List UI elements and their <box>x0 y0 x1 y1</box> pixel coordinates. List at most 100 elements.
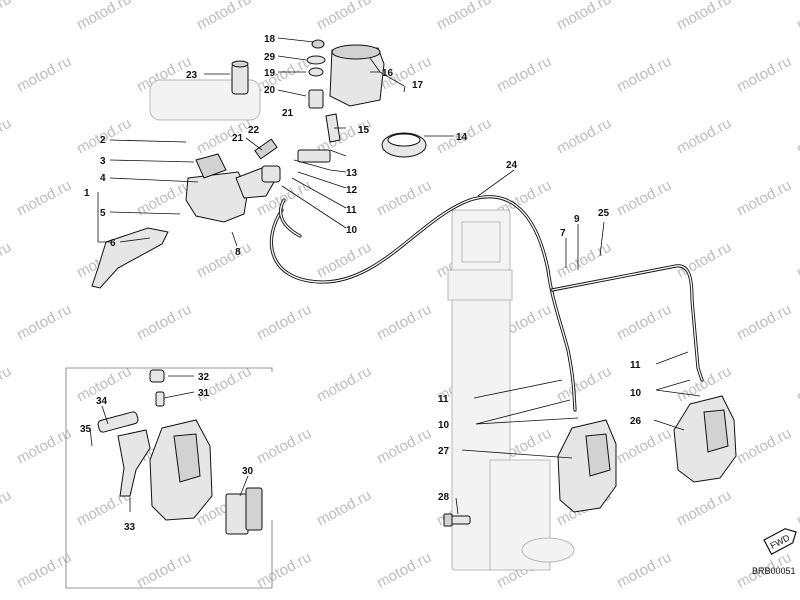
watermark-text: motod.ru <box>554 239 614 282</box>
callout-16: 16 <box>382 68 394 79</box>
watermark-text: motod.ru <box>794 363 800 406</box>
watermark-text: motod.ru <box>614 177 674 220</box>
watermark-text: motod.ru <box>0 487 14 530</box>
watermark-text: motod.ru <box>374 301 434 344</box>
watermark-text: motod.ru <box>674 487 734 530</box>
watermark-text: motod.ru <box>674 115 734 158</box>
callout-2: 2 <box>100 135 106 146</box>
reservoir-clamp <box>381 132 427 158</box>
right-brake-caliper <box>673 395 737 483</box>
watermark-text: motod.ru <box>734 301 794 344</box>
callout-35: 35 <box>80 424 92 435</box>
watermark-text: motod.ru <box>0 115 14 158</box>
watermark-text: motod.ru <box>794 239 800 282</box>
watermark-text: motod.ru <box>794 115 800 158</box>
watermark-text: motod.ru <box>614 53 674 96</box>
callout-33: 33 <box>124 522 136 533</box>
watermark-text: motod.ru <box>734 53 794 96</box>
callout-13: 13 <box>346 168 358 179</box>
watermark-text: motod.ru <box>14 425 74 468</box>
watermark-text: motod.ru <box>194 363 254 406</box>
watermark-text: motod.ru <box>794 487 800 530</box>
watermark-text: motod.ru <box>0 0 14 34</box>
watermark-text: motod.ru <box>134 301 194 344</box>
callout-7: 7 <box>560 228 566 239</box>
watermark-text: motod.ru <box>194 115 254 158</box>
callout-8: 8 <box>235 247 241 258</box>
callout-26: 26 <box>630 416 642 427</box>
callout-labels: 18 29 19 20 23 16 17 21 22 21 15 14 2 3 … <box>80 34 642 533</box>
callout-4: 4 <box>100 173 106 184</box>
callout-31: 31 <box>198 388 210 399</box>
watermark-text: motod.ru <box>374 425 434 468</box>
leader-lines <box>89 37 701 515</box>
brake-hoses <box>269 195 704 412</box>
watermark-text: motod.ru <box>14 177 74 220</box>
watermark-text: motod.ru <box>14 53 74 96</box>
callout-34: 34 <box>96 396 108 407</box>
callout-24: 24 <box>506 160 518 171</box>
callout-15: 15 <box>358 125 370 136</box>
callout-3: 3 <box>100 156 106 167</box>
callout-18: 18 <box>264 34 276 45</box>
watermark-text: motod.ru <box>0 239 14 282</box>
callout-1: 1 <box>84 188 90 199</box>
callout-22: 22 <box>248 125 260 136</box>
watermark-text: motod.ru <box>254 53 314 96</box>
callout-5: 5 <box>100 208 106 219</box>
inset-frame <box>65 367 273 589</box>
drawing-code: BRB00051 <box>752 566 796 576</box>
callout-21a: 21 <box>282 108 294 119</box>
callout-9: 9 <box>574 214 580 225</box>
watermark-text: motod.ru <box>554 115 614 158</box>
inset-caliper-detail <box>97 369 263 535</box>
callout-21b: 21 <box>232 133 244 144</box>
watermark-text: motod.ru <box>74 0 134 34</box>
watermark-text: motod.ru <box>494 53 554 96</box>
watermark-text: motod.ru <box>254 549 314 592</box>
callout-12: 12 <box>346 185 358 196</box>
callout-10b: 10 <box>630 388 642 399</box>
callout-28: 28 <box>438 492 450 503</box>
watermark-text: motod.ru <box>434 0 494 34</box>
callout-11b: 11 <box>630 360 641 371</box>
watermark-text: motod.ru <box>614 425 674 468</box>
watermark-text: motod.ru <box>734 425 794 468</box>
brake-fluid-reservoir <box>306 39 385 143</box>
watermark-text: motod.ru <box>674 239 734 282</box>
watermark-text: motod.ru <box>314 487 374 530</box>
part-23-cylinder <box>231 60 249 95</box>
watermark-text: motod.ru <box>614 549 674 592</box>
watermark-text: motod.ru <box>674 363 734 406</box>
callout-20: 20 <box>264 85 276 96</box>
callout-14: 14 <box>456 132 468 143</box>
watermark-text: motod.ru <box>794 0 800 34</box>
watermark-text: motod.ru <box>134 549 194 592</box>
watermark-text: motod.ru <box>614 301 674 344</box>
callout-6: 6 <box>110 238 116 249</box>
callout-17: 17 <box>412 80 424 91</box>
watermark-text: motod.ru <box>734 177 794 220</box>
watermark-text: motod.ru <box>674 0 734 34</box>
watermark-text: motod.ru <box>14 549 74 592</box>
watermark-text: motod.ru <box>314 239 374 282</box>
master-cylinder-assembly <box>91 138 331 289</box>
watermark-text: motod.ru <box>194 0 254 34</box>
callout-32: 32 <box>198 372 210 383</box>
watermark-text: motod.ru <box>14 301 74 344</box>
part-28-bolt <box>443 513 471 527</box>
watermark-text: motod.ru <box>314 363 374 406</box>
callout-25: 25 <box>598 208 610 219</box>
watermark-text: motod.ru <box>554 363 614 406</box>
callout-30: 30 <box>242 466 254 477</box>
callout-11c: 11 <box>438 394 449 405</box>
callout-10c: 10 <box>438 420 450 431</box>
left-brake-caliper <box>557 419 617 513</box>
watermark-text: motod.ru <box>314 0 374 34</box>
watermark-text: motod.ru <box>0 363 14 406</box>
callout-19: 19 <box>264 68 276 79</box>
fwd-direction-badge: FWD <box>763 528 797 555</box>
callout-11a: 11 <box>346 205 357 216</box>
